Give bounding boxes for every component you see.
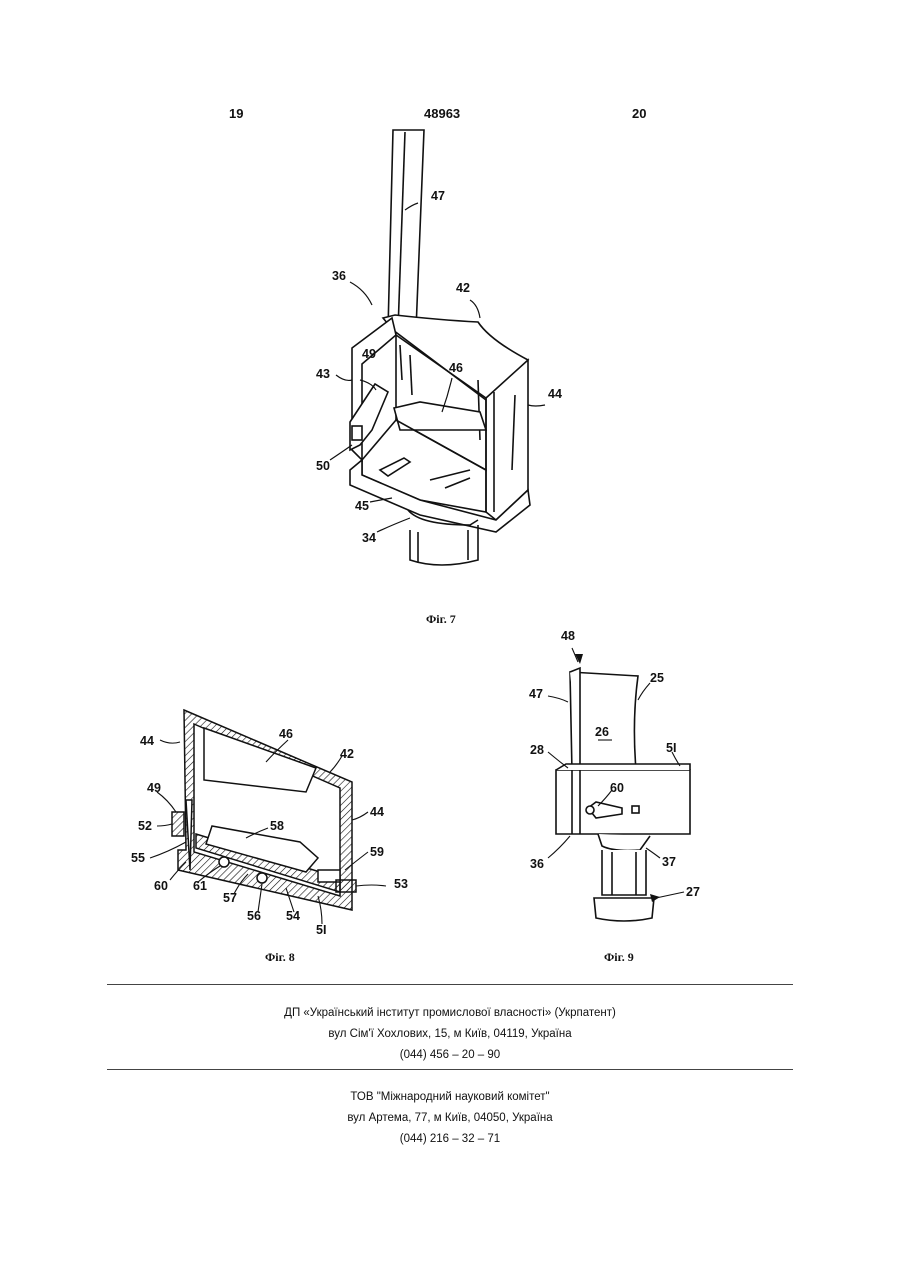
fig9-label-60: 60 [610,781,624,795]
fig8-label-53: 53 [394,877,408,891]
fig8-label-52: 52 [138,819,152,833]
fig8-label-5I: 5I [316,923,326,937]
fig9-label-5I: 5I [666,741,676,755]
fig9-label-36: 36 [530,857,544,871]
fig9-caption: Фіг. 9 [604,950,634,965]
fig8-label-58: 58 [270,819,284,833]
fig8-caption: Фіг. 8 [265,950,295,965]
footer2-org: ТОВ "Міжнародний науковий комітет" [0,1091,900,1103]
fig8-label-57: 57 [223,891,237,905]
fig8-label-59: 59 [370,845,384,859]
fig7-label-42: 42 [456,281,470,295]
fig8-label-42: 42 [340,747,354,761]
fig8-label-49: 49 [147,781,161,795]
footer1-phone: (044) 456 – 20 – 90 [0,1049,900,1061]
footer-rule-middle [107,1069,793,1070]
fig9-label-27: 27 [686,885,700,899]
fig7-label-44: 44 [548,387,562,401]
fig9-label-28: 28 [530,743,544,757]
fig8-label-54: 54 [286,909,300,923]
footer-rule-top [107,984,793,985]
fig7-label-43: 43 [316,367,330,381]
fig8-label-44-right: 44 [370,805,384,819]
fig8-label-46: 46 [279,727,293,741]
footer1-address: вул Сім'ї Хохлових, 15, м Київ, 04119, У… [0,1028,900,1040]
fig8-label-55: 55 [131,851,145,865]
fig8-label-61: 61 [193,879,207,893]
fig7-caption: Фіг. 7 [426,612,456,627]
fig7-label-46: 46 [449,361,463,375]
footer1-org: ДП «Український інститут промислової вла… [0,1007,900,1019]
fig7-label-47: 47 [431,189,445,203]
fig7-label-45: 45 [355,499,369,513]
fig7-label-36: 36 [332,269,346,283]
fig9-label-47: 47 [529,687,543,701]
patent-drawings: 47 36 42 49 46 43 44 50 45 34 [0,0,900,980]
footer2-address: вул Артема, 77, м Київ, 04050, Україна [0,1112,900,1124]
fig7-label-49: 49 [362,347,376,361]
fig8-label-56: 56 [247,909,261,923]
fig7-label-34: 34 [362,531,376,545]
footer2-phone: (044) 216 – 32 – 71 [0,1133,900,1145]
fig9-label-48: 48 [561,629,575,643]
fig9-label-25: 25 [650,671,664,685]
fig8-label-44-top: 44 [140,734,154,748]
fig7-label-50: 50 [316,459,330,473]
fig8-label-60: 60 [154,879,168,893]
fig9-label-26: 26 [595,725,609,739]
fig9-label-37: 37 [662,855,676,869]
